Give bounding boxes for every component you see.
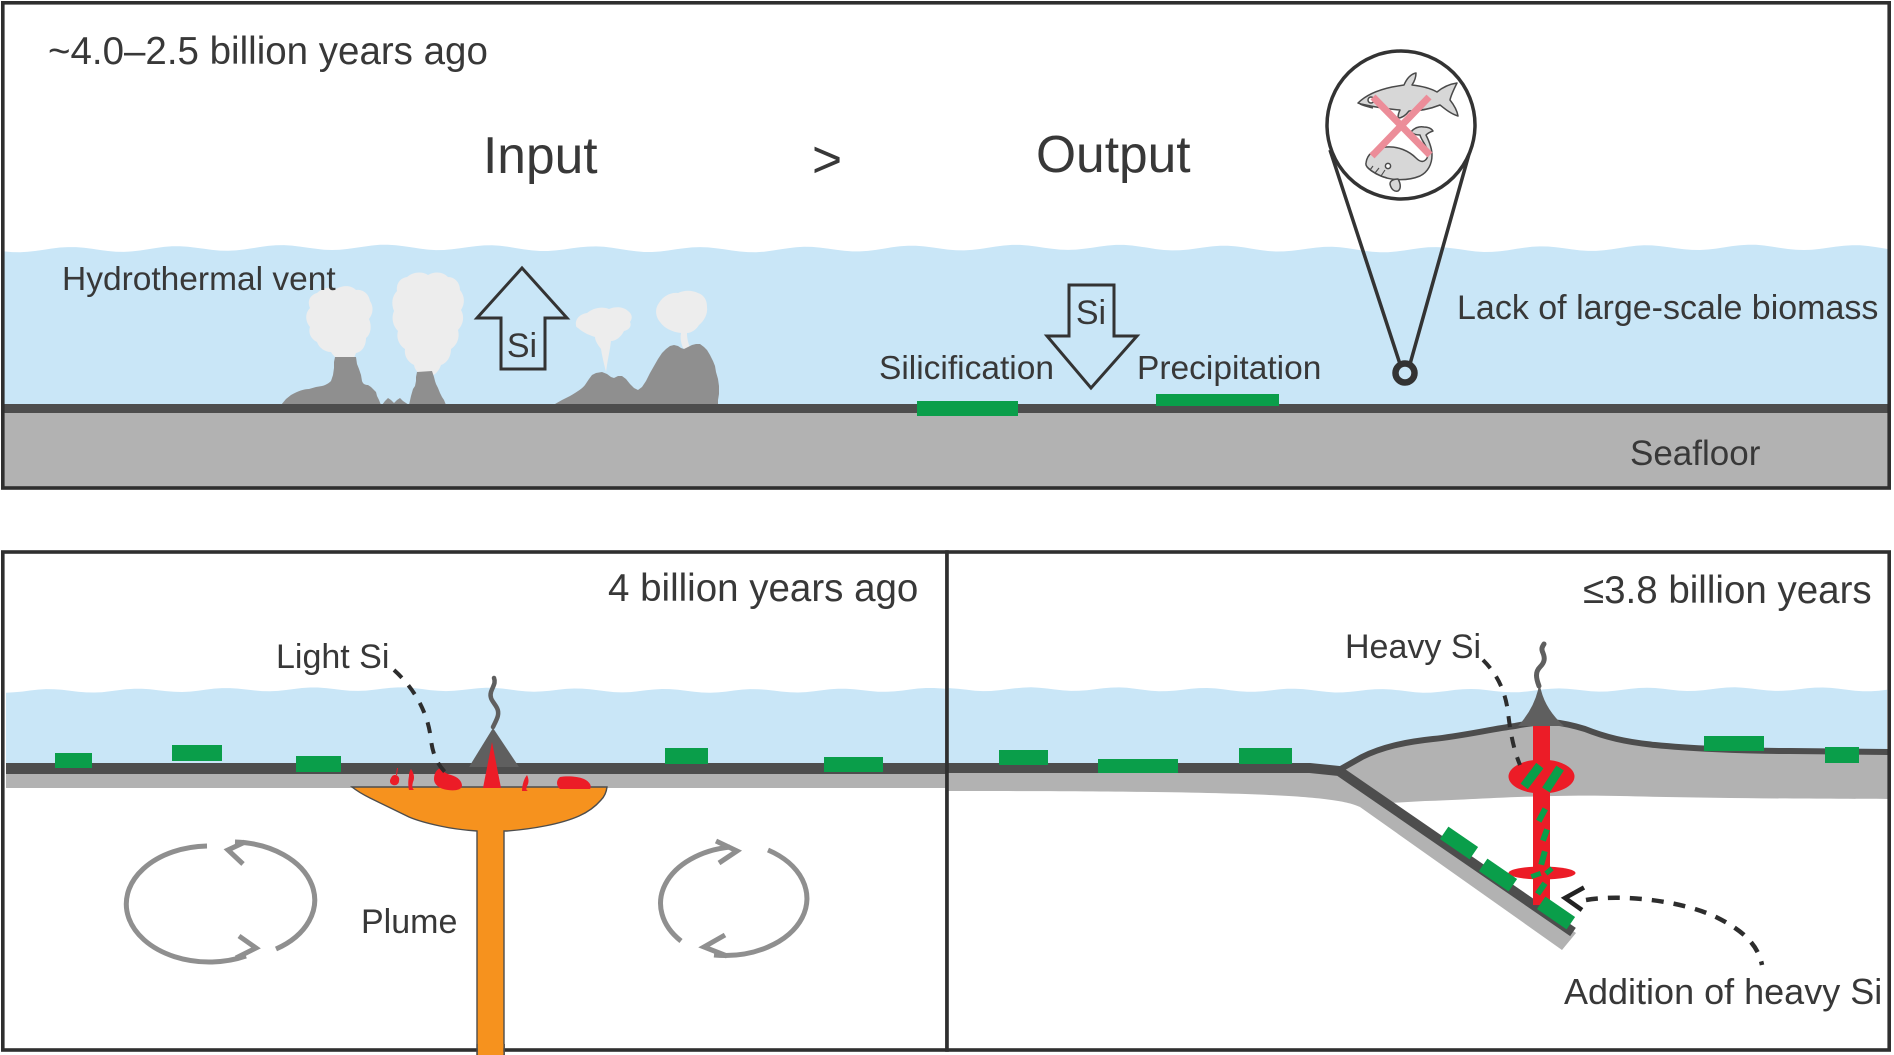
svg-text:Input: Input (483, 126, 598, 184)
svg-text:~4.0–2.5 billion years ago: ~4.0–2.5 billion years ago (48, 30, 488, 73)
svg-text:Precipitation: Precipitation (1137, 350, 1321, 387)
svg-text:Plume: Plume (361, 903, 457, 941)
svg-text:Hydrothermal vent: Hydrothermal vent (62, 261, 336, 298)
svg-text:>: > (812, 130, 842, 188)
svg-text:Silicification: Silicification (879, 350, 1054, 387)
svg-text:Heavy Si: Heavy Si (1345, 628, 1481, 666)
svg-text:Output: Output (1036, 125, 1191, 183)
svg-text:Addition of heavy Si: Addition of heavy Si (1564, 971, 1882, 1012)
svg-text:≤3.8 billion years: ≤3.8 billion years (1583, 569, 1872, 612)
svg-text:Si: Si (1076, 294, 1106, 332)
svg-text:Lack of large-scale biomass: Lack of large-scale biomass (1457, 289, 1878, 327)
svg-text:Light Si: Light Si (276, 638, 389, 676)
svg-text:Seafloor: Seafloor (1630, 434, 1761, 473)
svg-text:4 billion years ago: 4 billion years ago (608, 567, 918, 610)
svg-text:Si: Si (507, 327, 537, 365)
